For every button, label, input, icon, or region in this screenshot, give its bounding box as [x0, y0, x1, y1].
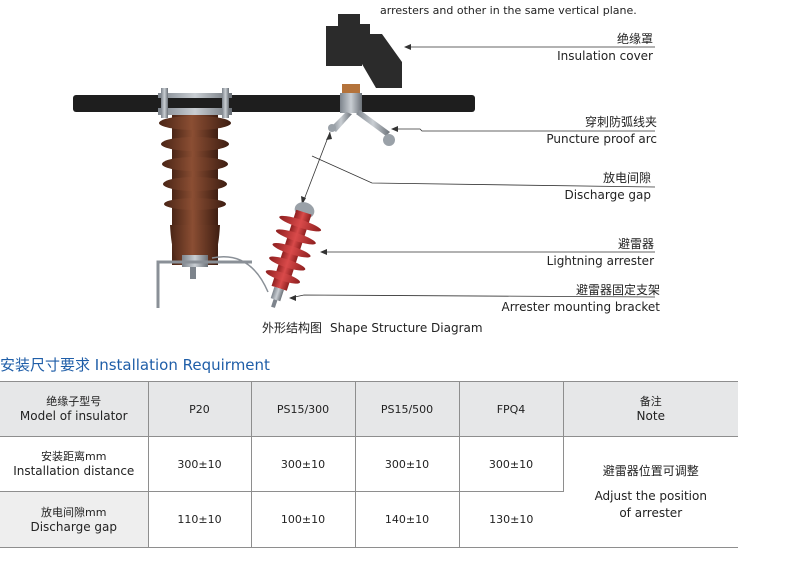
- callout-insulation-cover-en: Insulation cover: [557, 49, 653, 63]
- callout-lightning-arrester-zh: 避雷器: [617, 237, 654, 251]
- row-label-discharge-gap: 放电间隙mm Discharge gap: [0, 491, 149, 548]
- callout-puncture-clamp-en: Puncture proof arc: [546, 132, 657, 146]
- header-model-en: Model of insulator: [19, 409, 128, 423]
- diagram-caption-zh: 外形结构图: [262, 321, 323, 335]
- table-cell: 300±10: [148, 436, 252, 492]
- header-note-zh: 备注: [639, 395, 662, 408]
- table-cell: 300±10: [251, 436, 356, 492]
- ground-wire: [211, 256, 269, 293]
- callout-mounting-bracket: 避雷器固定支架 Arrester mounting bracket: [501, 282, 660, 316]
- discharge-gap-indicator: [301, 131, 331, 206]
- callout-mounting-bracket-zh: 避雷器固定支架: [575, 283, 660, 297]
- row-label-installation-distance: 安装距离mm Installation distance: [0, 436, 149, 492]
- header-model-cell: 绝缘子型号 Model of insulator: [0, 381, 149, 437]
- row-installation-distance-zh: 安装距离mm: [41, 450, 107, 463]
- table-header-row: 绝缘子型号 Model of insulator P20 PS15/300 PS…: [0, 381, 738, 437]
- installation-table: 绝缘子型号 Model of insulator P20 PS15/300 PS…: [0, 381, 738, 548]
- callout-lightning-arrester-en: Lightning arrester: [546, 254, 654, 268]
- mounting-bracket-frame: [156, 260, 252, 308]
- header-model-zh: 绝缘子型号: [46, 395, 102, 408]
- table-cell: 100±10: [251, 491, 356, 548]
- diagram-illustration: [73, 14, 656, 308]
- diagram-caption-en: Shape Structure Diagram: [330, 321, 483, 335]
- callout-discharge-gap-zh: 放电间隙: [602, 171, 651, 185]
- header-note-cell: 备注 Note: [563, 381, 738, 437]
- conductor-line: [73, 95, 475, 112]
- insulation-cover-shape: [326, 14, 402, 88]
- note-cell: 避雷器位置可调整 Adjust the position of arrester: [563, 436, 738, 548]
- section-title: 安装尺寸要求 Installation Requirment: [0, 356, 270, 374]
- table-row: 安装距离mm Installation distance 300±10 300±…: [0, 436, 738, 548]
- table-cell: 300±10: [459, 436, 564, 492]
- note-en-line2: of arrester: [619, 506, 683, 520]
- callout-discharge-gap: 放电间隙 Discharge gap: [564, 170, 651, 204]
- note-zh: 避雷器位置可调整: [602, 464, 699, 478]
- table-cell: 140±10: [355, 491, 460, 548]
- table-row: 放电间隙mm Discharge gap 110±10 100±10 140±1…: [0, 491, 738, 548]
- lightning-arrester-shape: [265, 202, 322, 308]
- header-col-p20: P20: [148, 381, 252, 437]
- diagram-caption: 外形结构图 Shape Structure Diagram: [262, 319, 483, 336]
- shape-structure-diagram: 绝缘罩 Insulation cover 穿刺防弧线夹 Puncture pro…: [73, 14, 660, 336]
- header-col-ps15-300: PS15/300: [251, 381, 356, 437]
- row-installation-distance-en: Installation distance: [13, 464, 135, 478]
- callout-discharge-gap-en: Discharge gap: [564, 188, 651, 202]
- callout-insulation-cover: 绝缘罩 Insulation cover: [557, 31, 653, 65]
- note-en-line1: Adjust the position: [594, 489, 707, 503]
- puncture-clamp-shape: [328, 84, 395, 146]
- header-col-ps15-500: PS15/500: [355, 381, 460, 437]
- leader-arrowheads: [289, 44, 411, 301]
- row-discharge-gap-en: Discharge gap: [30, 519, 117, 534]
- row-discharge-gap-zh: 放电间隙mm: [41, 505, 107, 519]
- table-cell: 300±10: [355, 436, 460, 492]
- table-cell: 130±10: [459, 491, 563, 548]
- table-cell: 110±10: [148, 491, 252, 548]
- callout-lightning-arrester: 避雷器 Lightning arrester: [547, 236, 654, 270]
- callout-mounting-bracket-en: Arrester mounting bracket: [501, 300, 660, 314]
- header-note-en: Note: [636, 409, 665, 423]
- header-col-fpq4: FPQ4: [459, 381, 564, 437]
- top-note: arresters and other in the same vertical…: [380, 4, 637, 17]
- porcelain-insulator: [159, 115, 231, 279]
- callout-insulation-cover-zh: 绝缘罩: [616, 32, 653, 46]
- insulator-top-clamp: [158, 88, 232, 118]
- callout-puncture-clamp-zh: 穿刺防弧线夹: [584, 115, 657, 129]
- callout-puncture-clamp: 穿刺防弧线夹 Puncture proof arc: [546, 114, 657, 148]
